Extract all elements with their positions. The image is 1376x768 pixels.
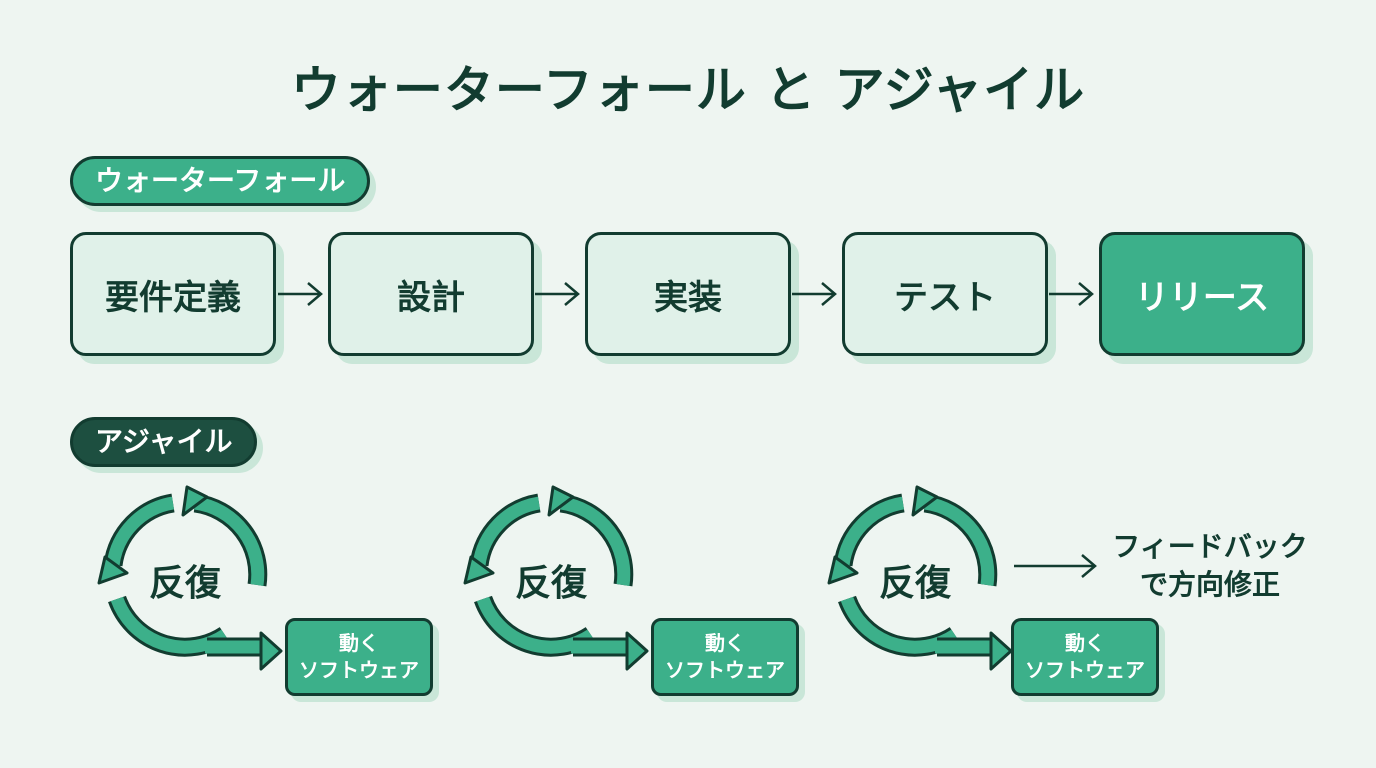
diagram-title: ウォーターフォール と アジャイル bbox=[290, 61, 1086, 119]
cycle-label-2: 反復 bbox=[514, 563, 587, 604]
output-line-2: ソフトウェア bbox=[299, 658, 419, 682]
feedback-note: フィードバック で方向修正 bbox=[1100, 528, 1320, 604]
waterfall-section-label: ウォーターフォール bbox=[70, 156, 371, 206]
waterfall-arrow-2 bbox=[535, 282, 580, 306]
waterfall-step-implementation: 実装 bbox=[585, 232, 791, 356]
waterfall-arrow-3 bbox=[792, 282, 837, 306]
cycle-icon-3 bbox=[827, 485, 1013, 671]
output-line-1: 動く bbox=[1065, 631, 1105, 655]
cycle-icon-1 bbox=[97, 485, 283, 671]
feedback-line-2: で方向修正 bbox=[1139, 568, 1280, 601]
feedback-line-1: フィードバック bbox=[1112, 530, 1308, 563]
cycle-icon-2 bbox=[463, 485, 649, 671]
waterfall-arrow-4 bbox=[1049, 282, 1094, 306]
cycle-label-3: 反復 bbox=[878, 563, 951, 604]
output-line-2: ソフトウェア bbox=[1025, 658, 1145, 682]
waterfall-arrow-1 bbox=[278, 282, 323, 306]
output-line-1: 動く bbox=[705, 631, 745, 655]
feedback-arrow bbox=[1014, 554, 1097, 578]
waterfall-step-release: リリース bbox=[1099, 232, 1305, 356]
waterfall-step-test: テスト bbox=[842, 232, 1048, 356]
working-software-box-1: 動く ソフトウェア bbox=[285, 618, 433, 696]
waterfall-step-design: 設計 bbox=[328, 232, 534, 356]
cycle-label-1: 反復 bbox=[148, 563, 221, 604]
working-software-box-2: 動く ソフトウェア bbox=[651, 618, 799, 696]
output-line-2: ソフトウェア bbox=[665, 658, 785, 682]
agile-section-label: アジャイル bbox=[70, 417, 258, 467]
working-software-box-3: 動く ソフトウェア bbox=[1011, 618, 1159, 696]
output-line-1: 動く bbox=[339, 631, 379, 655]
waterfall-step-requirements: 要件定義 bbox=[70, 232, 276, 356]
